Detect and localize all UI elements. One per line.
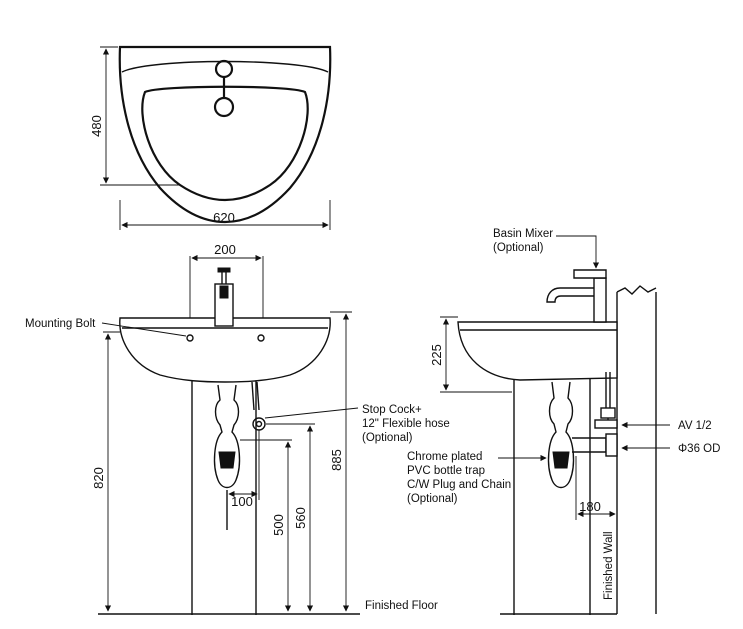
av-label: AV 1/2	[678, 420, 712, 432]
pedestal-side	[513, 378, 591, 615]
trap-line-1: Chrome plated	[407, 451, 482, 463]
mounting-bolt-label: Mounting Bolt	[25, 318, 96, 330]
bottle-trap-side	[547, 381, 575, 489]
stop-cock-line-1: Stop Cock+	[362, 404, 422, 416]
stop-cock-line-3: (Optional)	[362, 432, 413, 444]
dimension-620: 620	[213, 210, 235, 225]
trap-line-3: C/W Plug and Chain	[407, 479, 511, 491]
basin-side	[457, 321, 618, 381]
od-label: Φ36 OD	[678, 443, 720, 455]
trap-line-4: (Optional)	[407, 493, 458, 505]
dimension-100: 100	[231, 494, 253, 509]
front-view: 200 Mounting Bolt Stop Cock+ 12" Flexibl…	[25, 242, 450, 615]
basin-rim-plan	[121, 60, 329, 73]
mounting-bolt-right-icon	[257, 334, 265, 342]
dimension-200: 200	[214, 242, 236, 257]
basin-outline-plan	[118, 45, 332, 224]
finished-floor-label: Finished Floor	[365, 600, 438, 612]
finished-wall-label: Finished Wall	[603, 531, 615, 600]
tap-hole-icon	[214, 59, 234, 79]
dimension-225: 225	[429, 344, 444, 366]
bottle-trap-front	[213, 384, 241, 489]
dimension-820: 820	[91, 467, 106, 489]
side-view: Basin Mixer (Optional) Finished Wall 225	[407, 228, 720, 615]
basin-mixer-side	[593, 277, 607, 323]
trap-line-2: PVC bottle trap	[407, 465, 485, 477]
dimension-885: 885	[329, 449, 344, 471]
dimension-480: 480	[89, 115, 104, 137]
dimension-560: 560	[293, 507, 308, 529]
stop-cock-icon	[252, 417, 266, 431]
drain-icon	[213, 96, 235, 118]
dimension-500: 500	[271, 514, 286, 536]
dimension-180: 180	[579, 499, 601, 514]
stop-cock-line-2: 12" Flexible hose	[362, 418, 450, 430]
finished-wall	[616, 285, 657, 614]
top-view: 480 620	[89, 45, 332, 230]
basin-mixer-line-1: Basin Mixer	[493, 228, 553, 240]
bowl-plan	[141, 85, 309, 202]
basin-mixer-line-2: (Optional)	[493, 242, 544, 254]
mounting-bolt-left-icon	[186, 334, 194, 342]
